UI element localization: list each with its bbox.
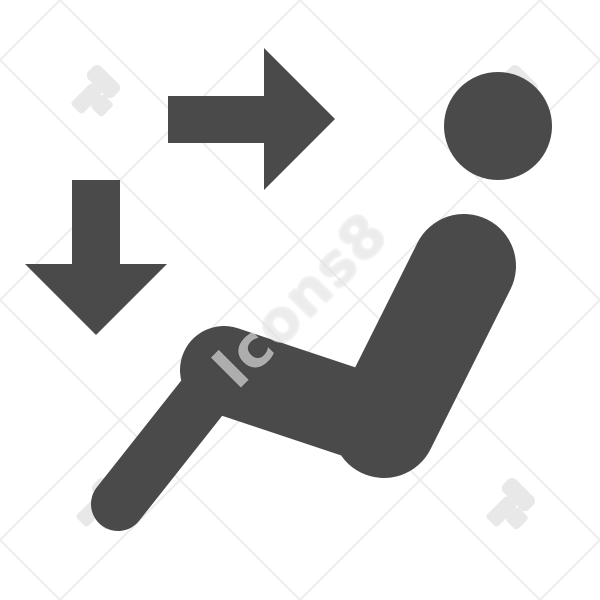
arrow-down-icon	[25, 180, 167, 335]
reclining-person-icon	[91, 214, 516, 531]
arrow-right-icon	[168, 48, 335, 190]
watermark-logo-icon	[486, 477, 536, 530]
leg-icon	[91, 343, 251, 531]
watermark-logo-icon	[71, 64, 121, 117]
head-icon	[444, 72, 552, 180]
lap-icon	[180, 326, 430, 468]
